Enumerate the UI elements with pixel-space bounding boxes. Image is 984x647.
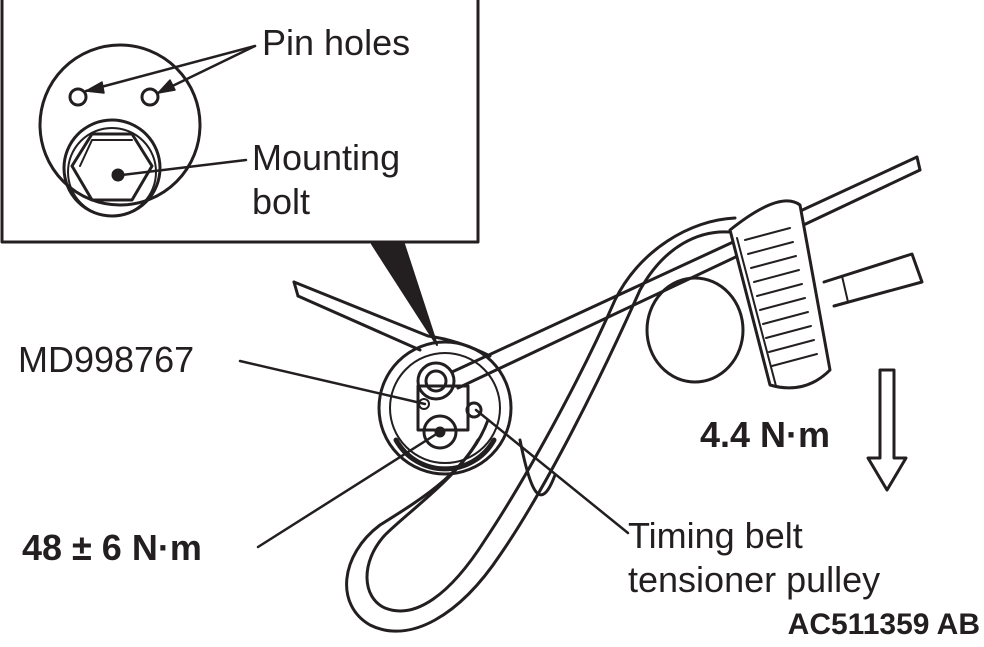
- inset-pulley: [38, 43, 202, 218]
- label-bolt-torque: 48 ± 6 N·m: [22, 527, 202, 568]
- inset-detail-box: [0, 0, 480, 244]
- tensioner-pulley: [377, 340, 513, 476]
- inset-hex-bolt: [70, 132, 154, 202]
- figure-id: AC511359 AB: [788, 608, 980, 641]
- label-pin-holes: Pin holes: [262, 22, 410, 63]
- idler-pulley: [645, 276, 745, 384]
- label-pulley-line2: tensioner pulley: [628, 559, 880, 600]
- force-arrow: [866, 368, 908, 492]
- label-tool-md998767: MD998767: [18, 339, 194, 380]
- label-mounting-line1: Mounting: [252, 137, 400, 178]
- inset-pointer: [371, 243, 438, 346]
- label-wrench-torque: 4.4 N·m: [700, 414, 830, 455]
- label-mounting-line2: bolt: [252, 181, 310, 222]
- label-pulley-line1: Timing belt: [628, 515, 803, 556]
- inset-leaders: [84, 44, 257, 177]
- torque-wrench: [728, 199, 924, 390]
- main-leaders: [238, 359, 630, 549]
